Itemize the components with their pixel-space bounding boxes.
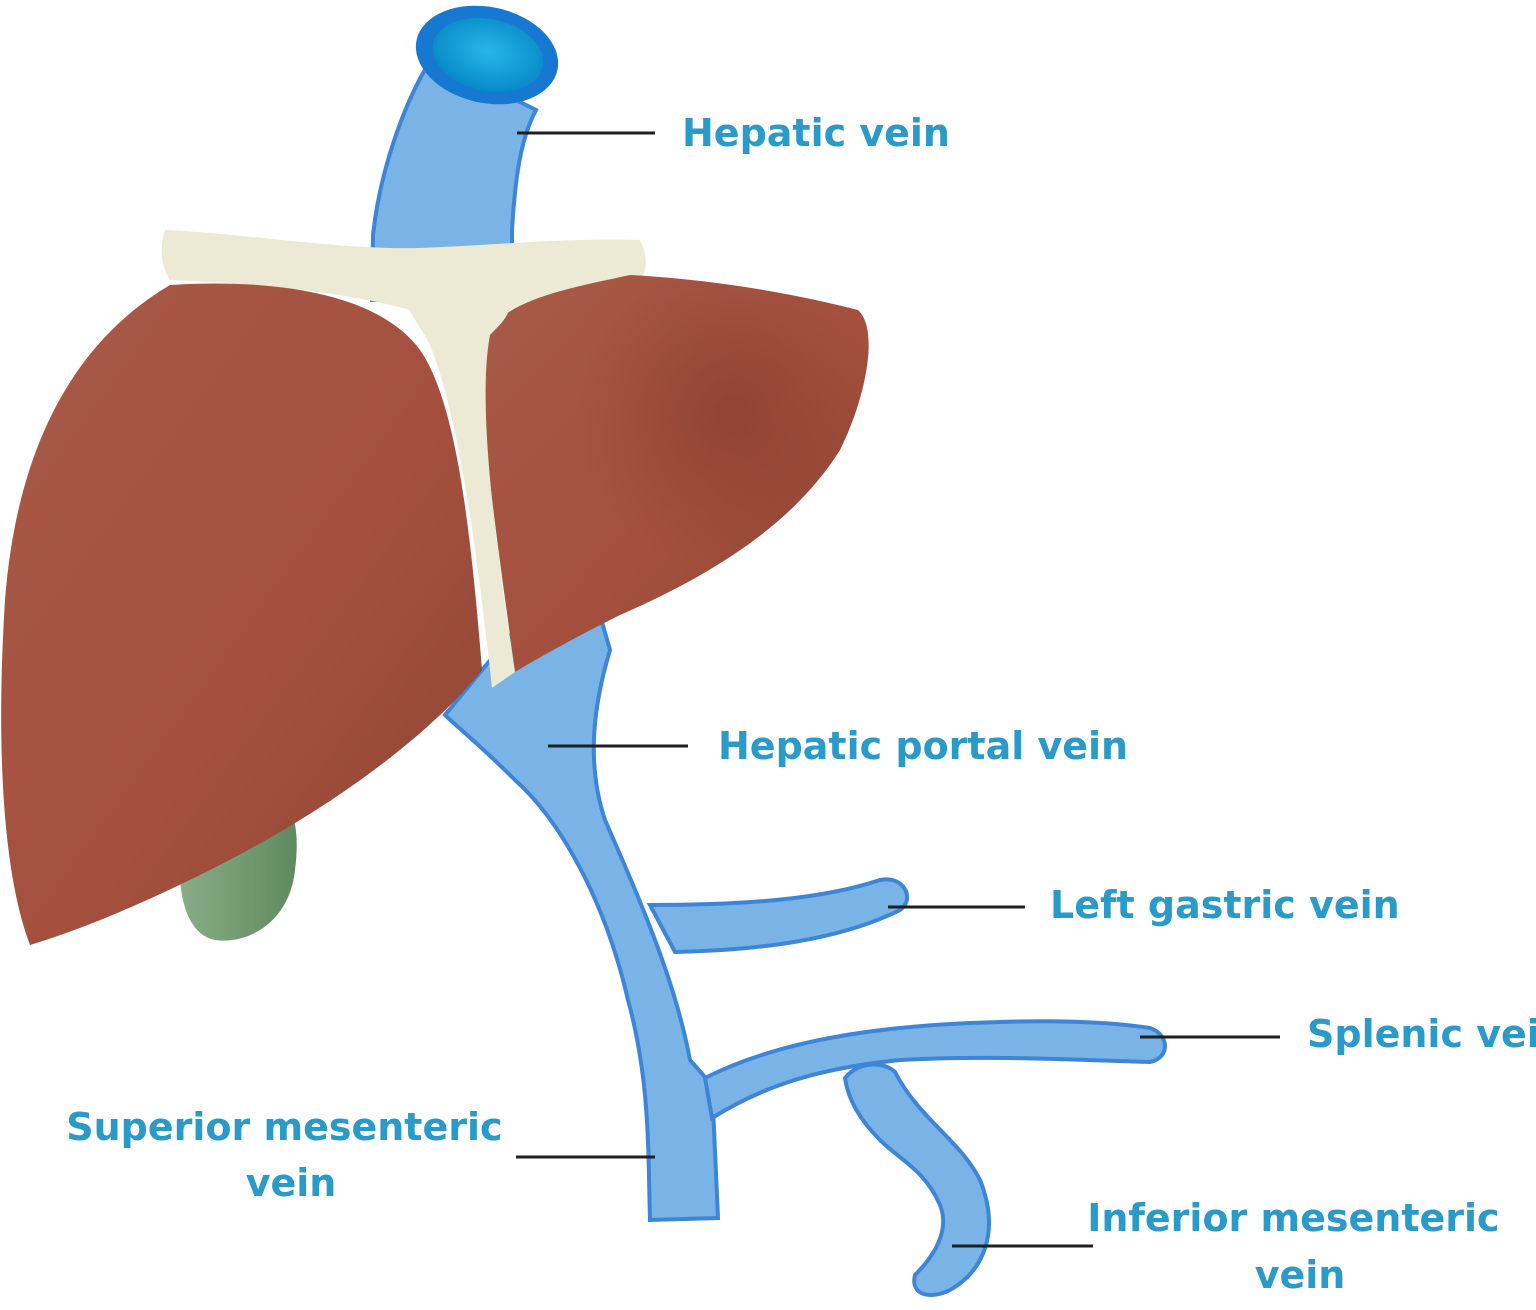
labels: Hepatic vein Hepatic portal vein Left ga… [66, 111, 1536, 1297]
falciform-ligament [405, 290, 515, 688]
hepatic-portal-vein-label: Hepatic portal vein [718, 724, 1128, 768]
hepatic-vein-label: Hepatic vein [682, 111, 950, 155]
hepatic-vein-lumen [432, 17, 544, 93]
inferior-mesenteric-vein-label-line1: Inferior mesenteric [1087, 1196, 1499, 1240]
left-gastric-vein-shape [646, 877, 910, 955]
liver-left-lobe-shading [480, 275, 869, 672]
leader-lines [516, 131, 1280, 1248]
splenic-vein-shape [702, 1019, 1167, 1122]
hepatic-vein [369, 5, 559, 302]
liver-right-lobe [1, 283, 482, 945]
superior-mesenteric-vein-label: Superior mesenteric vein [66, 1105, 516, 1205]
falciform-ligament-band [161, 230, 646, 330]
superior-mesenteric-vein-label-line1: Superior mesenteric [66, 1105, 502, 1149]
superior-mesenteric-vein-label-line2: vein [246, 1161, 337, 1205]
splenic-vein-label: Splenic vein [1307, 1012, 1536, 1056]
liver [1, 275, 869, 945]
inferior-mesenteric-vein-shape [842, 1062, 991, 1297]
inferior-mesenteric-vein-label: Inferior mesenteric vein [1087, 1196, 1513, 1297]
portal-venous-system [442, 608, 1167, 1297]
inferior-mesenteric-vein-label-line2: vein [1255, 1253, 1346, 1297]
left-gastric-vein-label: Left gastric vein [1050, 883, 1400, 927]
